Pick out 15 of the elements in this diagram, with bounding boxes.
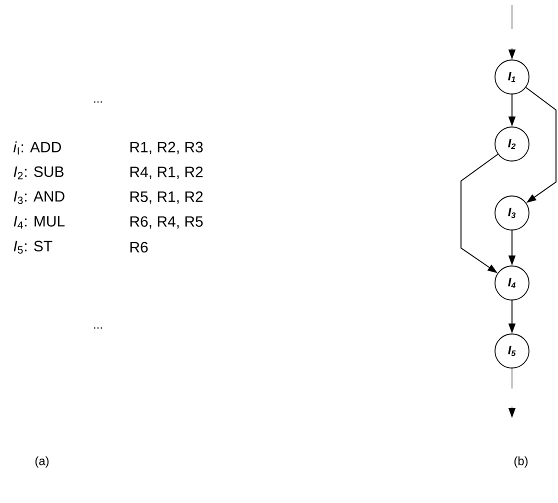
operand-text: R4, R1, R2 xyxy=(130,166,203,179)
panel-label: (b) xyxy=(514,456,528,468)
instruction-text: i$_{I}$: ADD xyxy=(13,141,61,155)
arrow xyxy=(525,86,556,203)
panel-label: (a) xyxy=(35,456,49,468)
instruction-text: I$_{5}$: ST xyxy=(14,240,52,254)
ellipsis: ... xyxy=(94,327,102,329)
operand-text: R6, R4, R5 xyxy=(130,216,203,229)
instruction-text: I$_{2}$: SUB xyxy=(14,166,64,180)
instruction-text: I$_{4}$: MUL xyxy=(14,216,65,229)
operand-text: R5, R1, R2 xyxy=(130,191,203,204)
instruction-text: I$_{3}$: AND xyxy=(14,191,64,204)
operand-text: R1, R2, R3 xyxy=(130,142,203,154)
operand-text: R6 xyxy=(130,242,148,252)
ellipsis: ... xyxy=(94,101,102,103)
